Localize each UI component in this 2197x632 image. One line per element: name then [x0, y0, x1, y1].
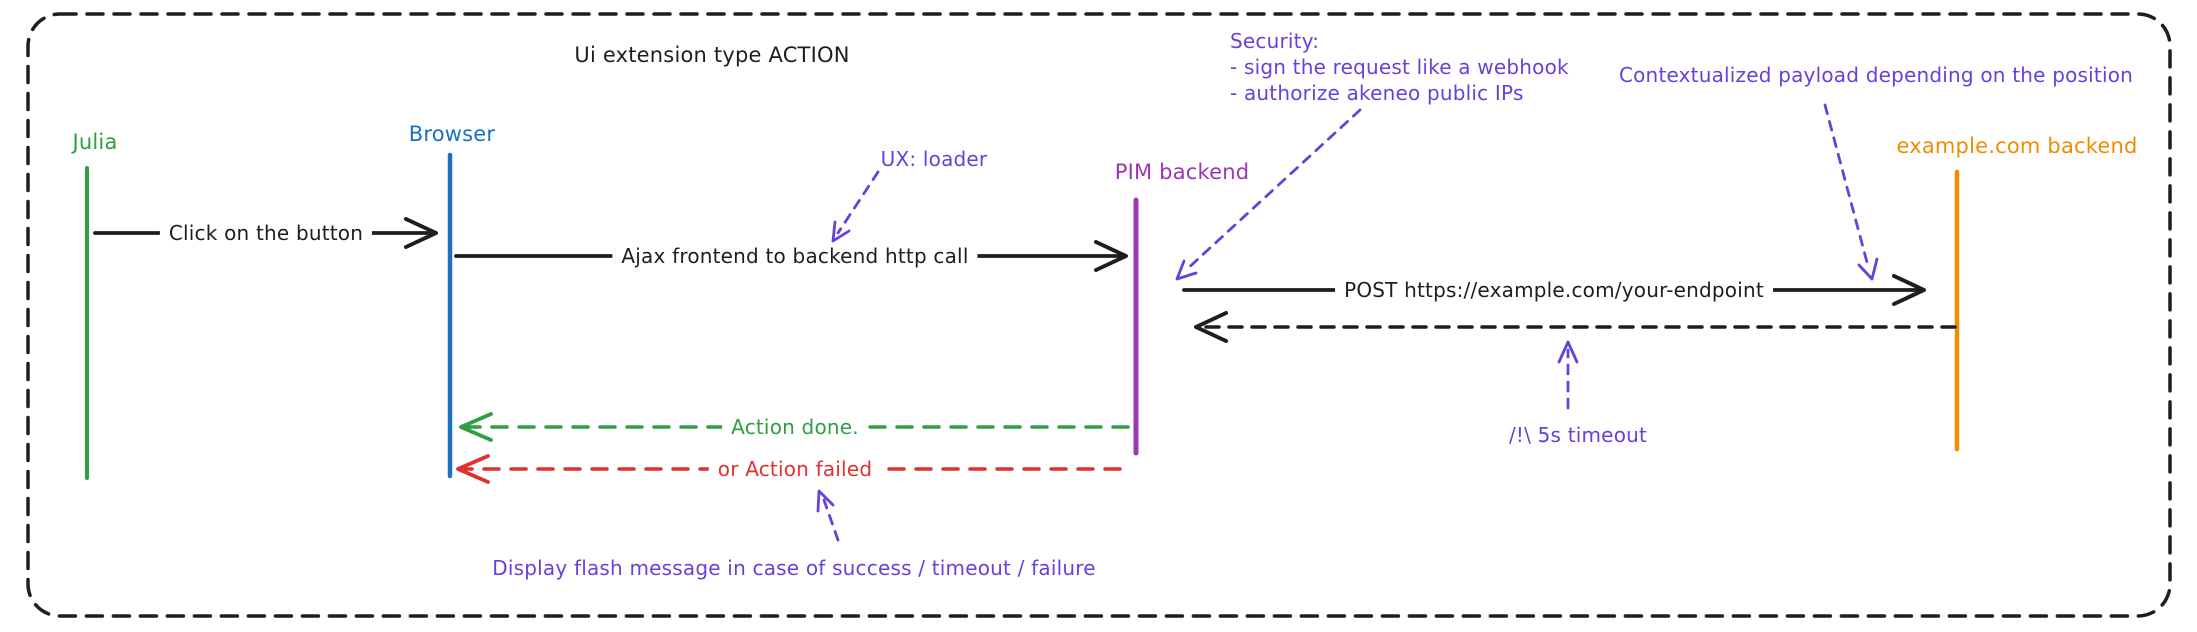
annotation-security-line-1: Security:	[1230, 29, 1320, 53]
actor-label-example-backend: example.com backend	[1896, 134, 2138, 158]
diagram-border	[26, 12, 2172, 618]
actor-label-julia: Julia	[72, 130, 118, 154]
annotation-contextualized-payload: Contextualized payload depending on the …	[1618, 63, 2134, 87]
annotation-arrow-contextualized-payload	[1823, 103, 1870, 268]
annotation-arrow-ux-loader	[836, 170, 880, 235]
message-label-click: Click on the button	[159, 221, 373, 245]
annotation-arrowhead-contextualized-payload	[1857, 257, 1879, 281]
message-label-post: POST https://example.com/your-endpoint	[1335, 278, 1773, 302]
message-arrowhead-action-failed	[456, 454, 490, 484]
message-arrowhead-action-done	[459, 412, 493, 442]
message-arrowhead-endpoint-response	[1194, 311, 1228, 343]
message-label-action-failed: or Action failed	[708, 457, 882, 481]
message-arrowhead-ajax	[1094, 240, 1128, 272]
annotation-security-line-2: - sign the request like a webhook	[1230, 55, 1569, 79]
annotation-arrowhead-ux-loader	[831, 220, 851, 243]
annotation-arrowhead-flash-message	[816, 489, 835, 513]
message-arrowhead-click	[404, 217, 438, 249]
actor-label-browser: Browser	[408, 122, 496, 146]
annotation-arrowhead-timeout	[1557, 340, 1579, 364]
annotation-security-line-3: - authorize akeneo public IPs	[1230, 81, 1524, 105]
message-arrowhead-post	[1892, 274, 1926, 306]
annotation-security: Security: - sign the request like a webh…	[1230, 28, 1569, 106]
diagram-title: Ui extension type ACTION	[574, 43, 850, 67]
actor-label-pim-backend: PIM backend	[1114, 160, 1250, 184]
annotation-arrow-security	[1183, 108, 1362, 273]
annotation-arrowhead-security	[1175, 259, 1198, 281]
annotation-ux-loader: UX: loader	[880, 147, 988, 171]
annotation-arrow-flash-message	[822, 498, 840, 542]
annotation-flash-message: Display flash message in case of success…	[492, 556, 1096, 580]
message-label-ajax: Ajax frontend to backend http call	[612, 244, 978, 268]
message-label-action-done: Action done.	[722, 415, 868, 439]
annotation-timeout: /!\ 5s timeout	[1508, 423, 1648, 447]
